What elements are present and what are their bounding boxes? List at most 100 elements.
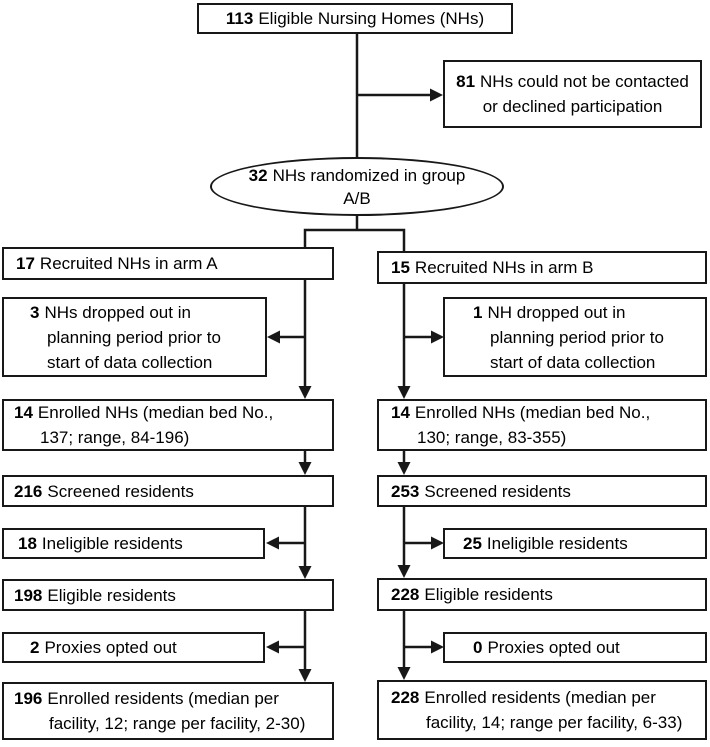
line-split-to-arms — [303, 215, 406, 252]
count: 113 — [225, 9, 254, 28]
line-arm-b-flow — [402, 283, 431, 668]
count: 228 — [391, 688, 420, 707]
count: 1 — [473, 302, 483, 322]
label: Proxies opted out — [44, 638, 177, 657]
label: NHs randomized in group — [272, 165, 466, 185]
count: 253 — [391, 481, 420, 501]
arrowhead-down-icon — [298, 669, 312, 682]
label: Screened residents — [424, 481, 571, 501]
arrowhead-down-icon — [397, 386, 411, 399]
arrowhead-right-icon — [431, 640, 444, 654]
label: Enrolled residents (median per — [424, 688, 656, 707]
count: 198 — [14, 585, 43, 605]
label: Recruited NHs in arm B — [414, 258, 594, 277]
label: Eligible Nursing Homes (NHs) — [258, 9, 485, 28]
label: Enrolled NHs (median bed No., — [37, 403, 274, 422]
label: Screened residents — [47, 481, 194, 501]
arrowhead-down-icon — [298, 462, 312, 475]
box-line: or declined participation — [482, 97, 663, 116]
count: 2 — [30, 638, 40, 657]
label: Enrolled residents (median per — [47, 689, 279, 708]
line-arm-a-flow — [278, 279, 307, 670]
label: Recruited NHs in arm A — [39, 254, 218, 273]
count: 25 — [463, 534, 482, 553]
box-line: A/B — [343, 188, 371, 208]
box-line: facility, 14; range per facility, 6-33) — [426, 713, 683, 732]
count: 0 — [473, 638, 483, 657]
arrowheads — [266, 88, 444, 682]
label: Eligible residents — [47, 585, 176, 605]
arrowhead-down-icon — [298, 566, 312, 579]
count: 32 — [248, 165, 268, 185]
label: NHs dropped out in — [44, 302, 191, 322]
line-top-to-randomized — [355, 32, 430, 158]
arrowhead-down-icon — [397, 565, 411, 578]
box-line: 137; range, 84-196) — [40, 428, 190, 447]
count: 17 — [16, 254, 35, 273]
box-line: planning period prior to — [490, 327, 664, 347]
box-line: start of data collection — [490, 352, 656, 372]
arrowhead-left-icon — [266, 640, 279, 654]
label: Eligible residents — [424, 585, 553, 604]
arrowhead-left-icon — [266, 536, 279, 550]
arrowhead-left-icon — [267, 330, 280, 344]
label: Proxies opted out — [487, 638, 620, 657]
count: 18 — [18, 534, 37, 553]
box-line: 130; range, 83-355) — [417, 428, 567, 447]
label: NH dropped out in — [487, 302, 626, 322]
count: 196 — [14, 689, 43, 708]
box-line: planning period prior to — [47, 327, 221, 347]
arrowhead-down-icon — [298, 386, 312, 399]
flow-lines — [278, 32, 431, 670]
arrowhead-right-icon — [430, 88, 443, 102]
arrowhead-right-icon — [431, 536, 444, 550]
count: 15 — [391, 258, 410, 277]
label: Enrolled NHs (median bed No., — [414, 403, 651, 422]
arrowhead-down-icon — [397, 462, 411, 475]
count: 81 — [456, 72, 476, 91]
count: 228 — [391, 585, 420, 604]
arrowhead-down-icon — [397, 667, 411, 680]
count: 3 — [30, 302, 40, 322]
count: 14 — [391, 403, 410, 422]
box-line: start of data collection — [47, 352, 213, 372]
count: 14 — [14, 403, 33, 422]
label: Ineligible residents — [486, 534, 628, 553]
